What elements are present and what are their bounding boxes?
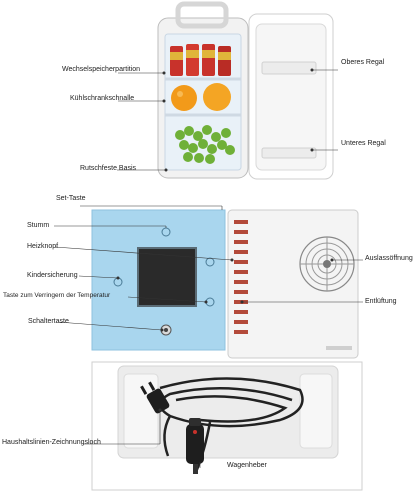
label-lower-shelf: Unteres Regal xyxy=(341,140,386,147)
exhaust-fan xyxy=(299,236,355,292)
label-household-hole: Haushaltslinien-Zeichnungsloch xyxy=(2,439,101,446)
label-phase-change: Wechselspeicherpartition xyxy=(62,66,141,73)
household-plug xyxy=(140,381,170,414)
label-ventilation: Entlüftung xyxy=(365,298,397,305)
label-heat-button: Heizknopf xyxy=(27,243,59,250)
car-plug xyxy=(186,418,204,474)
label-child-lock: Kindersicherung xyxy=(27,272,78,279)
label-car-lifter: Wagenheber xyxy=(227,462,267,469)
label-mute: Stumm xyxy=(27,222,50,229)
door-upper-shelf xyxy=(261,61,317,75)
fridge-back xyxy=(117,365,339,459)
label-switch-key: Schaltertaste xyxy=(28,318,69,325)
label-upper-shelf: Oberes Regal xyxy=(341,59,385,66)
fridge-open-illustration: Wechselspeicherpartition Kühlschrankschn… xyxy=(0,0,415,185)
grapes xyxy=(175,125,235,164)
label-set-key: Set-Taste xyxy=(56,195,86,202)
heat-button xyxy=(205,257,215,267)
oranges xyxy=(171,83,231,111)
door-lower-shelf xyxy=(261,147,317,159)
cans xyxy=(170,44,231,76)
fridge-handle xyxy=(175,1,229,29)
label-vent: Auslassöffnung xyxy=(365,255,413,262)
control-panel-illustration: Set-Taste Stumm Heizknopf Kindersicherun… xyxy=(0,190,415,360)
display-screen xyxy=(137,247,197,307)
label-temp-down: Taste zum Verringern der Temperatur xyxy=(3,292,111,299)
label-handle: Kühlschrankschnalle xyxy=(70,95,135,102)
label-base: Rutschfeste Basis xyxy=(80,165,137,172)
power-cables-illustration: Haushaltslinien-Zeichnungsloch Wagenhebe… xyxy=(0,360,415,494)
fridge-side-vent-view xyxy=(227,209,359,359)
